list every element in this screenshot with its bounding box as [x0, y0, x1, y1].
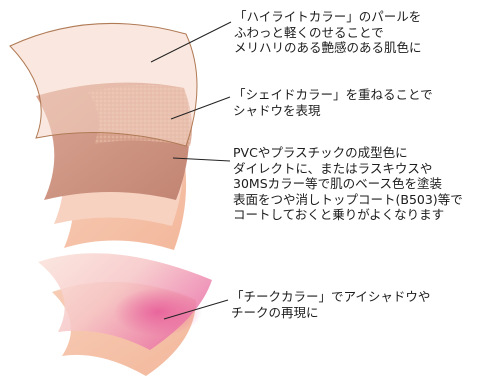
highlight-annotation: 「ハイライトカラー」のパールを ふわっと軽くのせることで メリハリのある艶感のあ…	[234, 9, 422, 55]
leader-line-base	[172, 157, 231, 162]
highlight-color-layer	[9, 22, 198, 147]
leader-line-cheek	[163, 299, 229, 320]
cheek-blush	[114, 288, 202, 336]
cheek-annotation: 「チークカラー」でアイシャドウや チークの再現に	[231, 289, 431, 320]
base-annotation: PVCやプラスチックの成型色に ダイレクトに、またはラスキウスや 30MSカラー…	[233, 145, 463, 222]
leader-line-highlight	[150, 21, 232, 63]
shade-annotation: 「シェイドカラー」を重ねることで シャドウを表現	[233, 87, 433, 118]
leader-line-shade	[170, 96, 231, 120]
